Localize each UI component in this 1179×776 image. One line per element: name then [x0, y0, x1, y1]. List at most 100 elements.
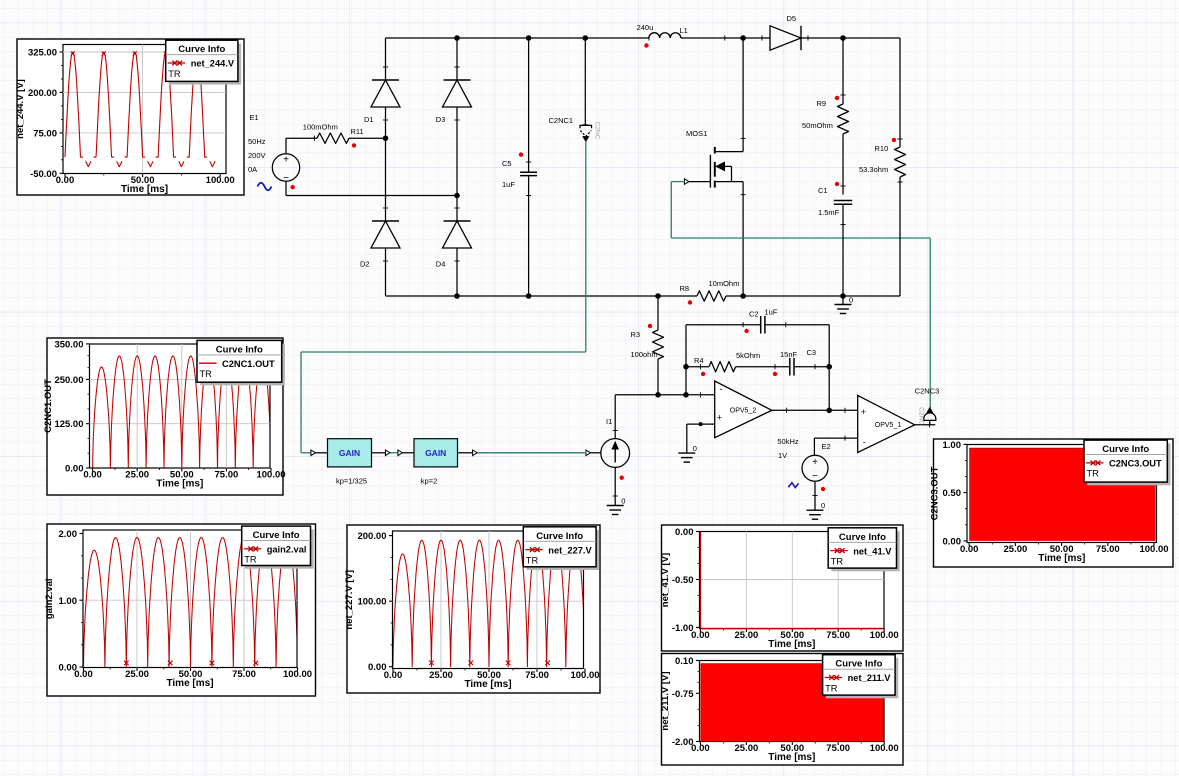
svg-text:R10: R10	[875, 144, 889, 153]
svg-text:-: -	[720, 384, 723, 394]
svg-text:0.00: 0.00	[691, 743, 710, 754]
svg-text:100.00: 100.00	[206, 175, 235, 186]
svg-text:net_244.V: net_244.V	[191, 59, 235, 69]
svg-text:0.10: 0.10	[675, 656, 694, 667]
svg-text:50.00: 50.00	[179, 669, 203, 680]
svg-text:50.00: 50.00	[170, 470, 194, 481]
svg-text:GAIN: GAIN	[425, 448, 446, 458]
svg-text:325.00: 325.00	[28, 48, 57, 59]
svg-text:0.00: 0.00	[384, 670, 403, 681]
svg-text:TR: TR	[1087, 469, 1100, 479]
svg-text:1uF: 1uF	[502, 180, 515, 189]
svg-text:D5: D5	[787, 14, 797, 23]
svg-text:TR: TR	[200, 369, 213, 379]
svg-text:1.00: 1.00	[943, 440, 962, 451]
svg-text:75.00: 75.00	[232, 669, 256, 680]
svg-text:I1: I1	[606, 417, 612, 426]
svg-text:0.00: 0.00	[943, 536, 962, 547]
svg-text:net_41.V [V]: net_41.V [V]	[660, 553, 671, 607]
svg-text:-: -	[863, 437, 866, 447]
svg-text:-2.00: -2.00	[672, 737, 694, 748]
svg-text:100.00: 100.00	[357, 597, 386, 608]
svg-text:350.00: 350.00	[54, 339, 83, 350]
svg-text:Time [ms]: Time [ms]	[156, 479, 203, 490]
svg-text:TR: TR	[244, 555, 257, 565]
svg-text:50.00: 50.00	[477, 670, 501, 681]
svg-text:75.00: 75.00	[826, 630, 850, 641]
svg-text:MOS1: MOS1	[686, 129, 707, 138]
svg-text:E2: E2	[822, 442, 831, 451]
svg-text:TR: TR	[526, 555, 539, 565]
svg-text:Curve Info: Curve Info	[1102, 444, 1149, 455]
svg-text:OPV5_2: OPV5_2	[730, 408, 757, 415]
svg-text:0.00: 0.00	[83, 470, 102, 481]
svg-text:net_211.V [V]: net_211.V [V]	[660, 671, 671, 730]
svg-text:100ohm: 100ohm	[631, 350, 658, 359]
svg-text:53.3ohm: 53.3ohm	[859, 165, 888, 174]
svg-text:net_244.V [V]: net_244.V [V]	[15, 79, 26, 139]
svg-text:net_227.V [V]: net_227.V [V]	[344, 570, 355, 630]
svg-text:D1: D1	[364, 115, 374, 124]
svg-text:0.00: 0.00	[675, 527, 694, 538]
svg-text:0.00: 0.00	[65, 464, 84, 475]
svg-text:75.00: 75.00	[33, 128, 57, 139]
svg-text:GAIN: GAIN	[339, 448, 360, 458]
svg-text:C1: C1	[818, 186, 828, 195]
svg-text:TR: TR	[831, 556, 844, 566]
svg-text:C3: C3	[807, 348, 817, 357]
svg-text:TR: TR	[168, 69, 181, 79]
svg-text:0.00: 0.00	[59, 663, 78, 674]
svg-text:Curve Info: Curve Info	[216, 344, 263, 355]
svg-text:+: +	[812, 457, 818, 468]
svg-text:25.00: 25.00	[735, 630, 759, 641]
svg-text:5kOhm: 5kOhm	[736, 351, 760, 360]
svg-text:100.00: 100.00	[1139, 544, 1168, 555]
svg-text:R9: R9	[817, 99, 827, 108]
svg-text:100.00: 100.00	[870, 743, 899, 754]
svg-text:Time [ms]: Time [ms]	[464, 679, 511, 690]
svg-text:250.00: 250.00	[54, 375, 83, 386]
svg-text:R4: R4	[694, 356, 704, 365]
svg-text:15nF: 15nF	[780, 350, 798, 359]
svg-text:Time [ms]: Time [ms]	[1038, 553, 1085, 564]
svg-text:-1.00: -1.00	[672, 623, 694, 634]
svg-text:Time [ms]: Time [ms]	[121, 184, 168, 195]
svg-text:50.00: 50.00	[131, 175, 155, 186]
svg-text:Time [ms]: Time [ms]	[768, 639, 815, 650]
svg-text:+: +	[717, 413, 722, 423]
svg-text:C2NC1.OUT: C2NC1.OUT	[43, 379, 54, 433]
svg-text:1.00: 1.00	[59, 596, 78, 607]
svg-text:0.00: 0.00	[960, 544, 979, 555]
svg-text:25.00: 25.00	[1004, 544, 1028, 555]
svg-text:1uF: 1uF	[765, 308, 778, 317]
svg-text:kp=1/325: kp=1/325	[336, 477, 367, 486]
svg-text:0: 0	[821, 501, 825, 510]
svg-text:C2NC3.OUT: C2NC3.OUT	[930, 466, 941, 520]
svg-text:D3: D3	[436, 115, 446, 124]
svg-text:100.00: 100.00	[870, 630, 899, 641]
svg-text:R8: R8	[680, 284, 690, 293]
svg-text:25.00: 25.00	[429, 670, 453, 681]
svg-text:10mOhm: 10mOhm	[709, 279, 740, 288]
svg-text:gain2.val: gain2.val	[44, 578, 55, 619]
svg-text:D2: D2	[360, 260, 370, 269]
svg-text:0.00: 0.00	[74, 669, 93, 680]
svg-text:125.00: 125.00	[54, 419, 83, 430]
svg-text:50Hz: 50Hz	[248, 137, 266, 146]
svg-text:50kHz: 50kHz	[777, 437, 799, 446]
svg-text:R3: R3	[631, 330, 641, 339]
svg-text:net_41.V: net_41.V	[853, 546, 892, 556]
svg-text:gain2.val: gain2.val	[267, 545, 307, 555]
svg-text:OPV5_1: OPV5_1	[875, 422, 902, 429]
svg-text:240u: 240u	[637, 23, 654, 32]
svg-text:0A: 0A	[248, 165, 257, 174]
svg-text:200V: 200V	[248, 151, 266, 160]
svg-text:50.00: 50.00	[780, 743, 804, 754]
svg-text:C2: C2	[749, 310, 759, 319]
svg-text:75.00: 75.00	[1096, 544, 1120, 555]
svg-text:0.00: 0.00	[691, 630, 710, 641]
svg-text:25.00: 25.00	[125, 470, 149, 481]
svg-text:+: +	[283, 155, 289, 166]
svg-text:−: −	[812, 471, 818, 482]
svg-text:E1: E1	[250, 113, 259, 122]
